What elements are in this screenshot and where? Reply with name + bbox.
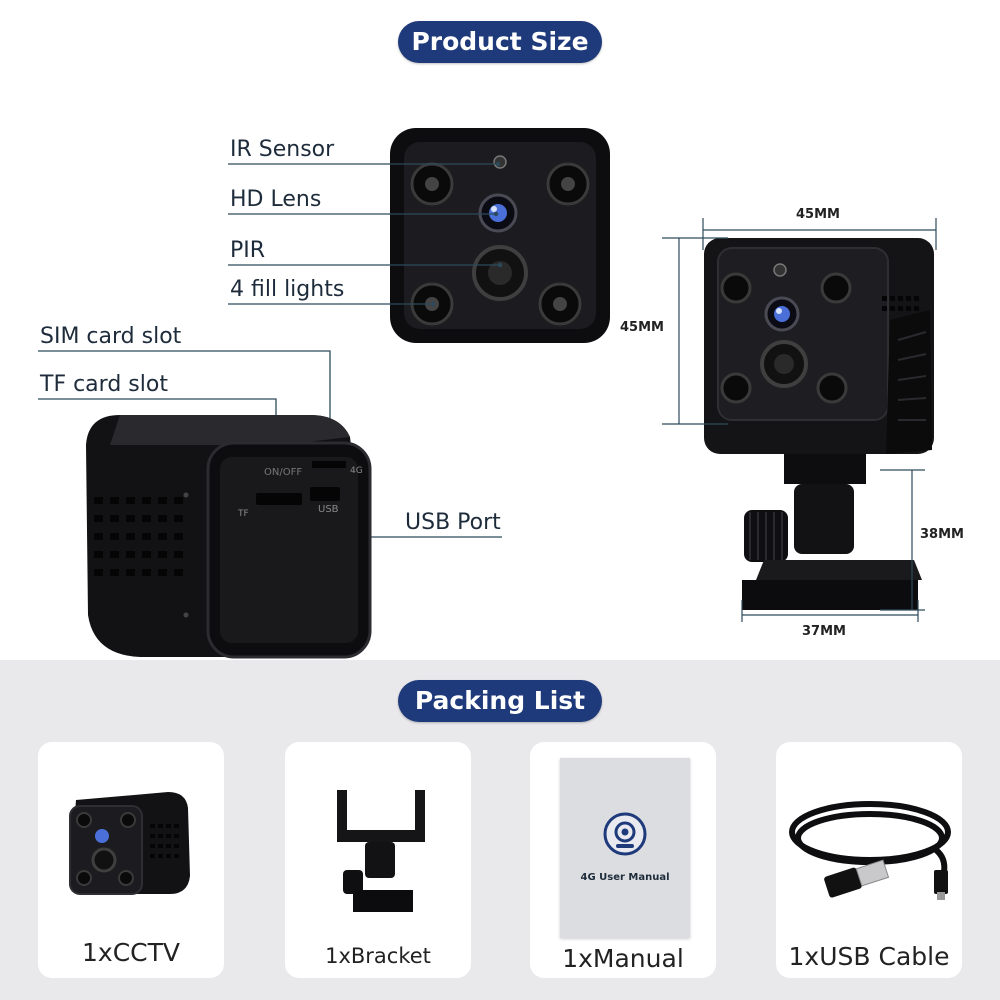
- manual-title: 4G User Manual: [580, 872, 670, 883]
- manual-booklet: 4G User Manual: [560, 758, 690, 938]
- camera-mount-image: [704, 238, 934, 610]
- pir-label: PIR: [230, 238, 266, 263]
- usb-port-marking: USB: [318, 504, 339, 515]
- packing-item-bracket: 1xBracket: [285, 742, 471, 978]
- tf-card-slot-label: TF card slot: [40, 372, 168, 397]
- product-size-heading: Product Size: [398, 21, 602, 63]
- fourg-slot-marking: 4G: [350, 466, 363, 476]
- packing-item-usb-cable: 1xUSB Cable: [776, 742, 962, 978]
- tf-slot-marking: TF: [238, 509, 249, 519]
- mount-width-dimension: 37MM: [802, 624, 846, 639]
- height-dimension: 45MM: [620, 320, 664, 335]
- packing-item-label: 1xCCTV: [82, 938, 180, 967]
- webcam-icon: [603, 812, 647, 856]
- on-off-switch-label: ON/OFF: [264, 467, 303, 478]
- packing-item-label: 1xBracket: [325, 944, 431, 968]
- dimension-lines: [662, 218, 937, 622]
- sim-card-slot-label: SIM card slot: [40, 324, 182, 349]
- packing-item-label: 1xManual: [562, 944, 684, 973]
- cctv-camera-image: [69, 792, 190, 895]
- packing-item-manual: 4G User Manual 1xManual: [530, 742, 716, 978]
- fill-lights-label: 4 fill lights: [230, 277, 345, 302]
- packing-item-cctv: 1xCCTV: [38, 742, 224, 978]
- width-dimension: 45MM: [796, 207, 840, 222]
- ir-sensor-label: IR Sensor: [230, 137, 335, 162]
- mount-height-dimension: 38MM: [920, 527, 964, 542]
- camera-rear-image: [86, 415, 372, 659]
- packing-item-label: 1xUSB Cable: [788, 942, 950, 971]
- camera-front-image: [390, 128, 610, 343]
- usb-cable-image: [789, 801, 951, 900]
- hd-lens-label: HD Lens: [230, 187, 322, 212]
- bracket-image: [337, 790, 425, 912]
- packing-list-heading: Packing List: [398, 680, 602, 722]
- usb-port-label: USB Port: [405, 510, 501, 535]
